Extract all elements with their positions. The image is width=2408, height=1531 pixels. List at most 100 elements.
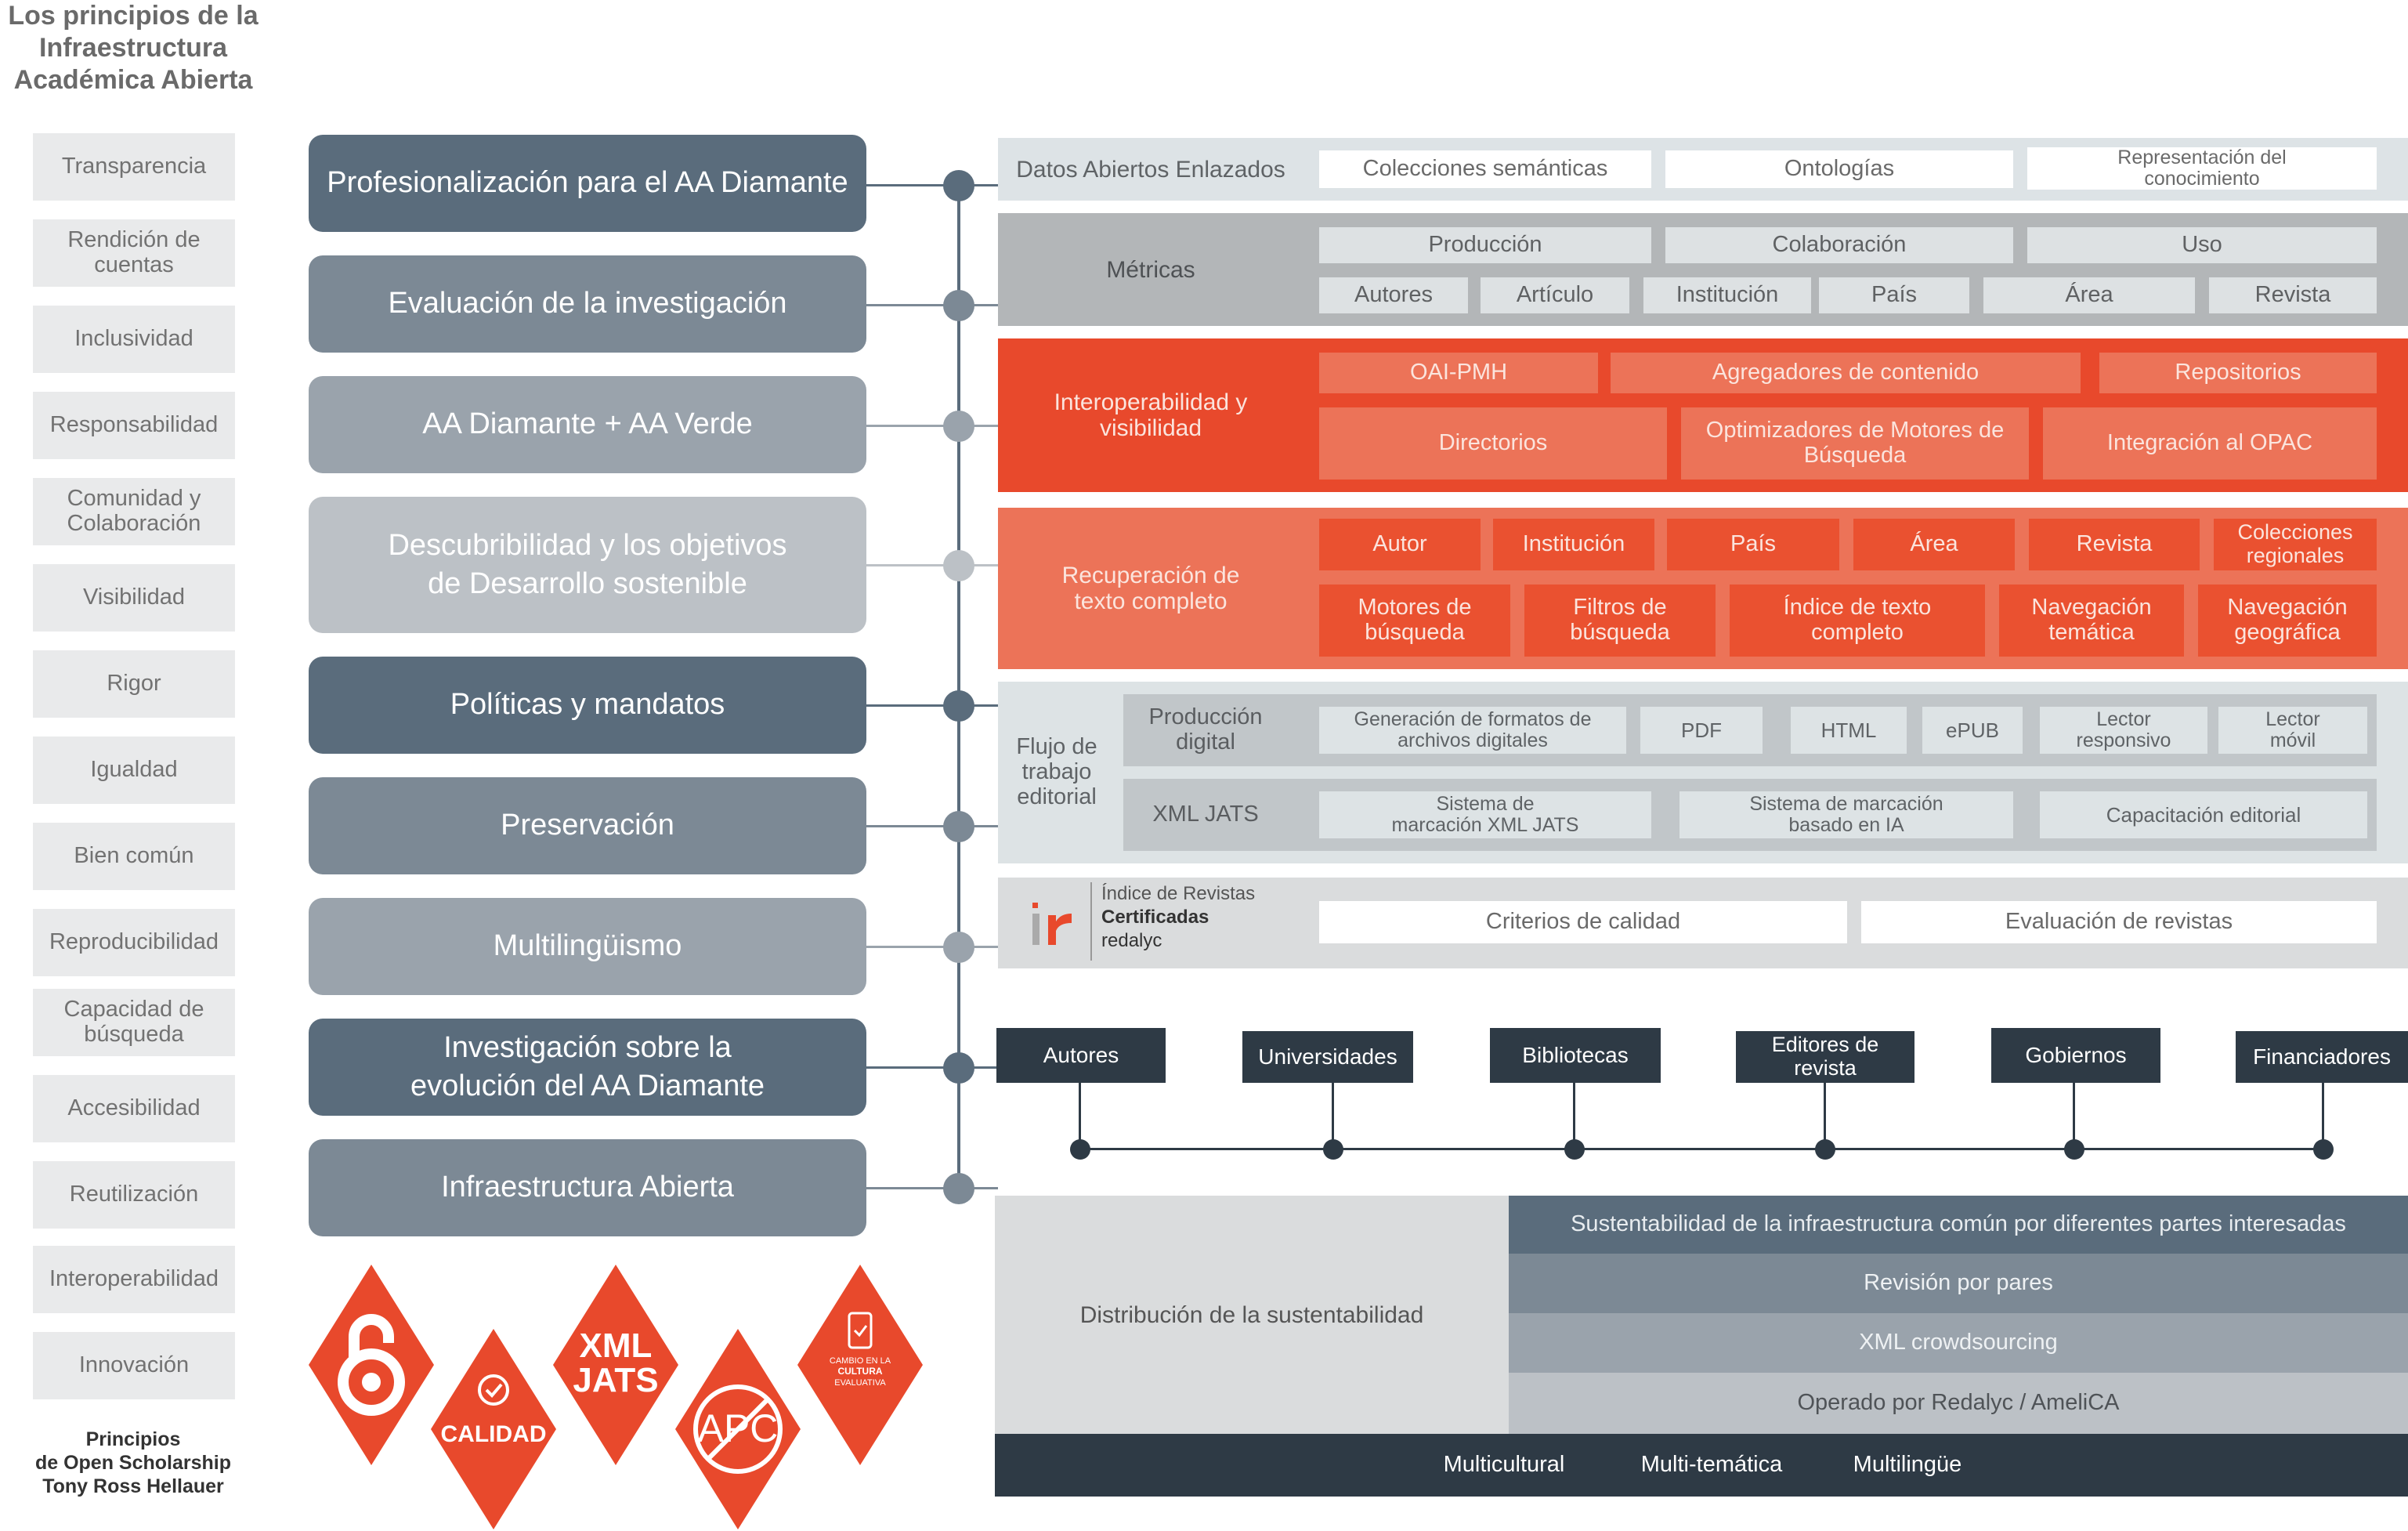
xml-label: XML — [580, 1327, 653, 1365]
pillar-connector — [866, 704, 959, 707]
lod-item: Representación del conocimiento — [2027, 147, 2377, 190]
stakeholder-editores: Editores de revista — [1736, 1031, 1914, 1083]
produccion-item: Generación de formatos de archivos digit… — [1319, 707, 1626, 754]
title-line: Infraestructura — [39, 33, 227, 63]
title-line: Los principios de la — [8, 1, 259, 31]
recuperacion-item: Área — [1853, 519, 2015, 570]
stakeholder-dot — [2064, 1139, 2084, 1160]
row-connector — [959, 1187, 998, 1189]
principles-title: Los principios de la Infraestructura Aca… — [0, 0, 266, 96]
stakeholder-gobiernos: Gobiernos — [1991, 1028, 2160, 1083]
principle-item: Reproducibilidad — [33, 909, 235, 976]
principle-item: Bien común — [33, 823, 235, 890]
principle-item: Transparencia — [33, 133, 235, 201]
interop-label: Interoperabilidad y visibilidad — [1054, 389, 1248, 441]
metricas-item: Revista — [2209, 277, 2377, 313]
stakeholder-stem — [1824, 1083, 1826, 1149]
indice-logo-line: Índice de Revistas — [1101, 883, 1256, 904]
bottom-item: Multi-temática — [1640, 1452, 1783, 1478]
redalyc-logo-icon — [1031, 893, 1078, 953]
footer-line: Principios — [85, 1428, 181, 1450]
recuperacion-item: Autor — [1319, 519, 1481, 570]
open-access-icon — [309, 1265, 434, 1465]
produccion-item: Lector responsivo — [2040, 707, 2207, 754]
no-apc-icon — [675, 1329, 801, 1529]
xml-item: Capacitación editorial — [2040, 791, 2367, 838]
sostenibilidad-label: Distribución de la sustentabilidad — [995, 1196, 1509, 1434]
pillar-connector — [866, 1066, 959, 1069]
principles-footer: Principios de Open Scholarship Tony Ross… — [0, 1428, 266, 1498]
xml-label: XML JATS — [1152, 802, 1259, 827]
principle-item: Reutilización — [33, 1161, 235, 1229]
principle-item: Capacidad de búsqueda — [33, 989, 235, 1056]
metricas-item: Producción — [1319, 227, 1651, 263]
cultura-label: CAMBIO EN LA — [830, 1356, 891, 1366]
recuperacion-item: País — [1667, 519, 1839, 570]
apc-label: APC — [698, 1406, 779, 1450]
row-connector — [959, 704, 998, 707]
pillar-profesionalizacion: Profesionalización para el AA Diamante — [309, 135, 866, 232]
principle-item: Accesibilidad — [33, 1075, 235, 1142]
row-connector — [959, 425, 998, 427]
pillar-multilinguismo: Multilingüismo — [309, 898, 866, 995]
principle-item: Rendición de cuentas — [33, 219, 235, 287]
indice-logo-line: redalyc — [1101, 930, 1162, 951]
stakeholder-stem — [1332, 1083, 1334, 1149]
recuperacion-item: Motores de búsqueda — [1319, 585, 1510, 657]
stakeholder-stem — [1079, 1083, 1081, 1149]
pillar-evaluacion: Evaluación de la investigación — [309, 255, 866, 353]
stakeholder-line — [1079, 1148, 2325, 1150]
sostenibilidad-row: XML crowdsourcing — [1509, 1313, 2408, 1373]
calidad-icon — [431, 1329, 556, 1529]
pillar-connector — [866, 425, 959, 427]
interop-item: OAI-PMH — [1319, 353, 1598, 393]
principle-item: Visibilidad — [33, 564, 235, 632]
bottom-item: Multicultural — [1443, 1452, 1565, 1478]
cultura-evaluativa-icon — [797, 1265, 923, 1465]
pillar-connector — [866, 304, 959, 306]
stakeholder-universidades: Universidades — [1242, 1031, 1413, 1083]
recuperacion-item: Filtros de búsqueda — [1524, 585, 1716, 657]
recuperacion-item: Navegación geográfica — [2198, 585, 2377, 657]
flujo-label: Flujo de trabajo editorial — [1016, 734, 1097, 809]
metricas-item: Artículo — [1481, 277, 1629, 313]
sostenibilidad-bottom — [995, 1434, 2408, 1497]
indice-logo-text: Índice de Revistas Certificadas redalyc — [1090, 882, 1310, 961]
sostenibilidad-row: Operado por Redalyc / AmeliCA — [1509, 1373, 2408, 1434]
row-connector — [959, 184, 998, 186]
stakeholder-financiadores: Financiadores — [2236, 1031, 2408, 1083]
cultura-label: EVALUATIVA — [834, 1378, 886, 1388]
indice-item: Evaluación de revistas — [1861, 901, 2377, 943]
interop-item: Directorios — [1319, 407, 1667, 480]
metricas-item: País — [1819, 277, 1969, 313]
stakeholder-stem — [2073, 1083, 2075, 1149]
xml-item: Sistema de marcación XML JATS — [1319, 791, 1651, 838]
principle-item: Comunidad y Colaboración — [33, 478, 235, 545]
pillar-connector — [866, 946, 959, 948]
principle-item: Interoperabilidad — [33, 1246, 235, 1313]
stakeholder-stem — [2322, 1083, 2324, 1149]
stakeholder-autores: Autores — [996, 1028, 1166, 1083]
badges-group: CALIDAD XML JATS APC CAMBIO EN LA CULTUR… — [309, 1265, 923, 1529]
pillar-connector — [866, 1187, 959, 1189]
sostenibilidad-row: Revisión por pares — [1509, 1254, 2408, 1313]
lod-item: Colecciones semánticas — [1319, 150, 1651, 188]
stakeholder-dot — [2313, 1139, 2334, 1160]
footer-line: Tony Ross Hellauer — [42, 1475, 224, 1497]
row-connector — [959, 304, 998, 306]
pillar-diamante-verde: AA Diamante + AA Verde — [309, 376, 866, 473]
interop-item: Repositorios — [2099, 353, 2377, 393]
principle-item: Inclusividad — [33, 306, 235, 373]
xml-item: Sistema de marcación basado en IA — [1679, 791, 2013, 838]
cultura-label: CULTURA — [837, 1366, 882, 1377]
row-connector — [959, 825, 998, 827]
pillar-descubribilidad: Descubribilidad y los objetivos de Desar… — [309, 497, 866, 633]
recuperacion-item: Índice de texto completo — [1730, 585, 1985, 657]
xml-jats-icon — [553, 1265, 678, 1465]
metricas-item: Autores — [1319, 277, 1468, 313]
indice-item: Criterios de calidad — [1319, 901, 1847, 943]
principle-item: Responsabilidad — [33, 392, 235, 459]
sostenibilidad-row: Sustentabilidad de la infraestructura co… — [1509, 1196, 2408, 1254]
metricas-item: Institución — [1643, 277, 1811, 313]
stakeholder-dot — [1564, 1139, 1585, 1160]
